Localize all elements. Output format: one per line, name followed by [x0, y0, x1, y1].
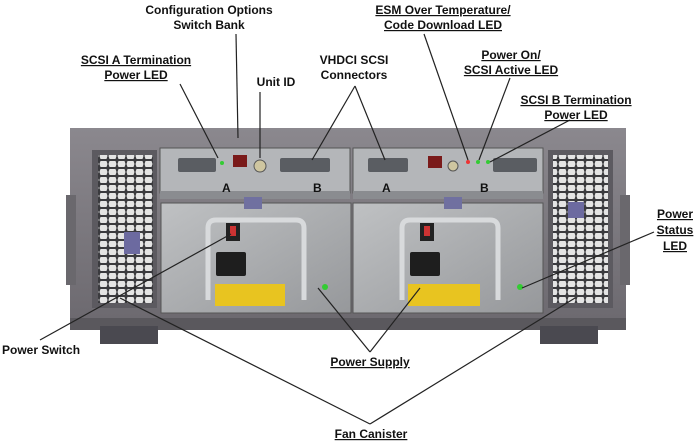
power-supply-right [352, 197, 544, 314]
label-scsi-a-term-1: SCSI A Termination [81, 53, 191, 67]
config-switch-bank-right [428, 156, 442, 168]
label-power-status-2: Status [657, 223, 694, 237]
label-unit-id: Unit ID [257, 75, 296, 89]
label-scsi-b-term-2: Power LED [544, 108, 608, 122]
scsi-connector-b-left [280, 158, 330, 172]
power-status-led-left [322, 284, 328, 290]
scsi-connector-b-right [493, 158, 537, 172]
esm-module-left [159, 147, 351, 199]
callout-labels: Configuration Options Switch Bank ESM Ov… [2, 3, 694, 441]
label-power-status-1: Power [657, 207, 693, 221]
label-scsi-b-term-1: SCSI B Termination [520, 93, 631, 107]
scsi-a-termination-led-left [220, 161, 224, 165]
label-scsi-a-term-2: Power LED [104, 68, 168, 82]
scsi-b-termination-led [486, 160, 490, 164]
unit-id-indicator [253, 159, 267, 173]
esm-module-right [352, 147, 544, 199]
power-status-led-right [517, 284, 523, 290]
label-esm-temp-1: ESM Over Temperature/ [375, 3, 511, 17]
label-power-status-3: LED [663, 239, 687, 253]
config-switch-bank-left [233, 155, 247, 167]
fan-canister-left [92, 150, 157, 308]
esm-over-temperature-led [466, 160, 470, 164]
label-vhdci-2: Connectors [321, 68, 388, 82]
slot-label-right-a: A [382, 181, 391, 195]
label-config-switch-2: Switch Bank [173, 18, 245, 32]
label-power-on-1: Power On/ [481, 48, 541, 62]
psu-handle-left [205, 217, 307, 300]
scsi-connector-a-left [178, 158, 216, 172]
label-power-on-2: SCSI Active LED [464, 63, 559, 77]
warning-label-left [215, 284, 285, 306]
fan-canister-right [548, 150, 613, 308]
power-supply-left [160, 197, 352, 314]
left-foot [100, 326, 158, 344]
label-power-switch: Power Switch [2, 343, 80, 357]
scsi-connector-a-right [368, 158, 408, 172]
slot-label-left-b: B [313, 181, 322, 195]
label-config-switch-1: Configuration Options [145, 3, 273, 17]
warning-label-right [408, 284, 480, 306]
ac-inlet-left [216, 252, 246, 276]
label-esm-temp-2: Code Download LED [384, 18, 502, 32]
label-power-supply: Power Supply [330, 355, 410, 369]
power-on-scsi-active-led [476, 160, 480, 164]
right-foot [540, 326, 598, 344]
label-fan-canister: Fan Canister [335, 427, 408, 441]
label-vhdci-1: VHDCI SCSI [320, 53, 389, 67]
psu-handle-right [399, 217, 501, 300]
leader-lines [39, 33, 655, 425]
slot-label-right-b: B [480, 181, 489, 195]
slot-label-left-a: A [222, 181, 231, 195]
ac-inlet-right [410, 252, 440, 276]
